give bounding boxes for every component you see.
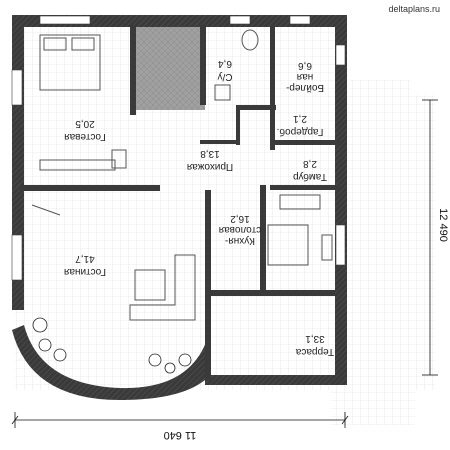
chair bbox=[111, 149, 127, 169]
room-labels: Гостевая 20,5 С/у 6,4 Бойлер-ная 6,6 Гар… bbox=[64, 58, 334, 357]
svg-text:13,8: 13,8 bbox=[200, 148, 220, 159]
room-hall: Прихожая 13,8 bbox=[187, 148, 233, 172]
fridge bbox=[321, 234, 333, 261]
dimension-height: 12 490 bbox=[437, 208, 449, 242]
bed bbox=[39, 34, 101, 91]
interior-walls bbox=[20, 25, 340, 380]
desk bbox=[39, 159, 116, 171]
room-terrace: Терраса 33,1 bbox=[295, 333, 334, 357]
svg-text:6,4: 6,4 bbox=[218, 58, 232, 69]
svg-text:41,7: 41,7 bbox=[75, 253, 95, 264]
coffee-table bbox=[134, 269, 166, 301]
site-label: deltaplans.ru bbox=[388, 4, 440, 14]
staircase bbox=[135, 25, 205, 110]
terrace-steps bbox=[330, 385, 415, 425]
svg-text:С/у: С/у bbox=[218, 71, 233, 82]
svg-text:20,5: 20,5 bbox=[75, 118, 95, 129]
svg-text:Тамбур: Тамбур bbox=[293, 171, 327, 183]
fireplace-edge bbox=[31, 204, 61, 216]
svg-text:Гостиная: Гостиная bbox=[64, 266, 106, 277]
pillow bbox=[71, 37, 95, 51]
svg-text:2,8: 2,8 bbox=[303, 158, 317, 169]
room-wardrobe: Гардероб. 2,1 bbox=[277, 113, 324, 138]
toilet bbox=[241, 29, 259, 51]
dimension-lines bbox=[11, 99, 438, 428]
room-living: Гостиная 41,7 bbox=[64, 253, 106, 277]
entry-steps bbox=[350, 80, 410, 100]
dimension-width: 11 640 bbox=[164, 429, 197, 441]
room-vestibule: Тамбур 2,8 bbox=[293, 158, 327, 183]
svg-text:Бойлер-ная: Бойлер-ная bbox=[286, 71, 324, 93]
svg-text:12 490: 12 490 bbox=[437, 208, 449, 242]
svg-text:Терраса: Терраса bbox=[295, 346, 334, 357]
pillow bbox=[43, 37, 67, 51]
svg-text:16,2: 16,2 bbox=[230, 213, 250, 224]
floors bbox=[15, 20, 435, 425]
sink bbox=[214, 84, 231, 101]
svg-text:2,1: 2,1 bbox=[293, 113, 307, 124]
svg-text:11 640: 11 640 bbox=[164, 429, 197, 441]
svg-text:Кухня-столовая: Кухня-столовая bbox=[219, 224, 262, 246]
svg-text:6,6: 6,6 bbox=[298, 60, 312, 71]
room-kitchen: Кухня-столовая 16,2 bbox=[219, 213, 262, 246]
svg-text:Гостевая: Гостевая bbox=[64, 131, 106, 142]
furniture bbox=[31, 29, 333, 321]
plants bbox=[32, 317, 192, 374]
room-boiler: Бойлер-ная 6,6 bbox=[286, 60, 324, 93]
exterior-walls bbox=[12, 15, 347, 400]
sofa bbox=[129, 254, 196, 321]
room-guest-bedroom: Гостевая 20,5 bbox=[64, 118, 106, 142]
svg-text:Прихожая: Прихожая bbox=[187, 161, 233, 172]
room-wc: С/у 6,4 bbox=[218, 58, 233, 82]
dining-table bbox=[267, 224, 309, 266]
windows bbox=[11, 15, 346, 281]
kitchen-counter bbox=[279, 194, 321, 210]
svg-text:33,1: 33,1 bbox=[305, 333, 325, 344]
svg-text:Гардероб.: Гардероб. bbox=[277, 126, 324, 138]
